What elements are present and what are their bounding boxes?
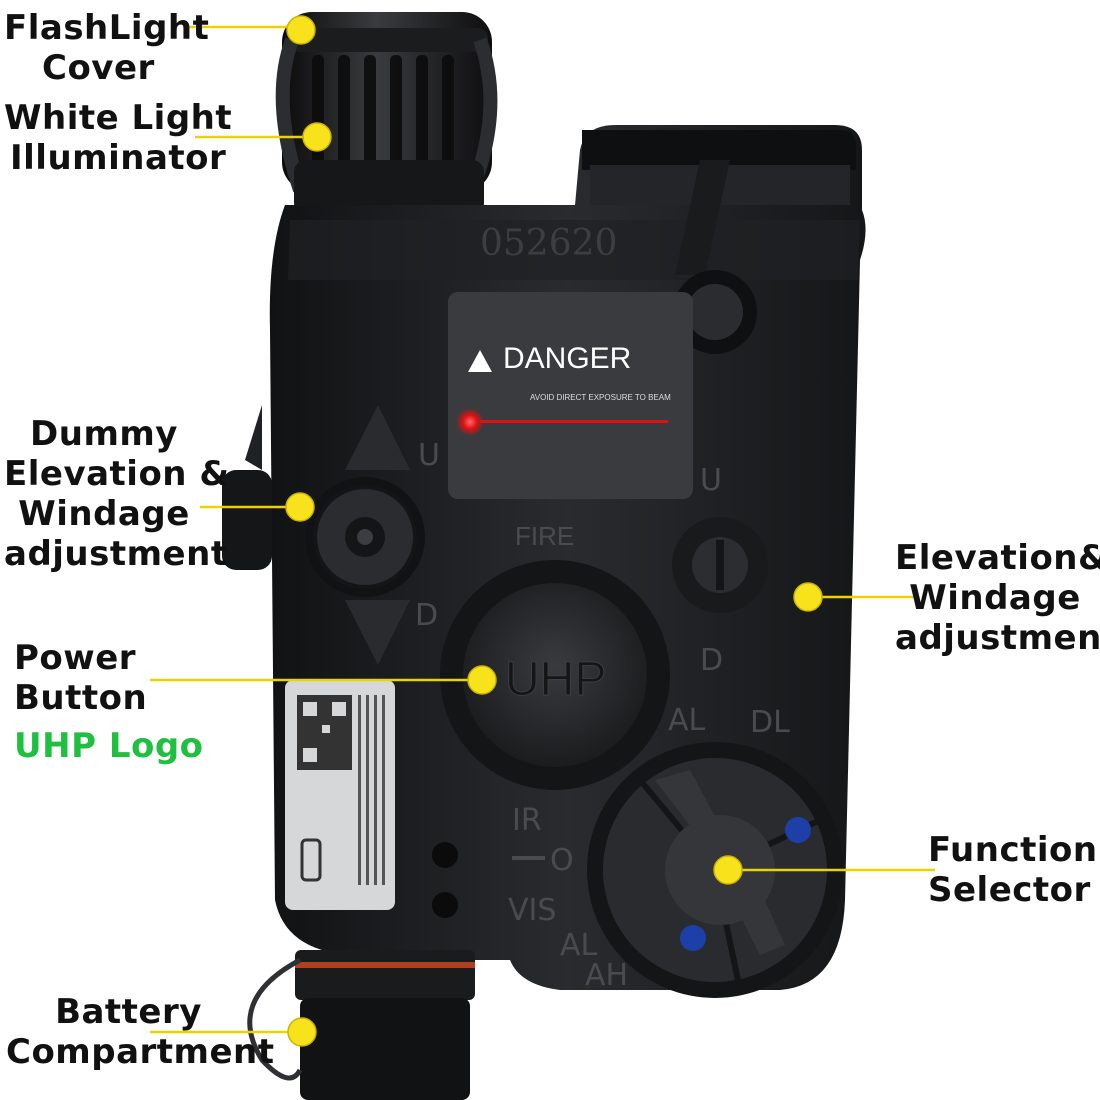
danger-text: DANGER — [503, 342, 631, 375]
selector-al-top-label: AL — [668, 703, 706, 738]
callout-power-button: Power Button UHP Logo — [14, 638, 204, 766]
fire-label: FIRE — [515, 521, 574, 551]
callout-elevation-adjustment: Elevation& Windage adjustment — [895, 538, 1100, 658]
selector-vis-label: VIS — [508, 893, 556, 928]
callout-dummy-adjustment: Dummy Elevation & Windage adjustment — [4, 414, 230, 574]
selector-ir-label: IR — [512, 803, 542, 838]
callout-dot-icon — [713, 855, 743, 885]
selector-al-bottom-label: AL — [560, 928, 598, 963]
uhp-logo-caption: UHP Logo — [14, 726, 204, 766]
callout-dot-icon — [793, 582, 823, 612]
serial-number-text: 052620 — [480, 223, 617, 264]
laser-dot-icon — [456, 408, 484, 436]
callout-dot-icon — [302, 122, 332, 152]
selector-ah-label: AH — [585, 958, 628, 993]
callout-dot-icon — [285, 492, 315, 522]
lens-strap — [675, 160, 730, 275]
right-d-label: D — [700, 643, 723, 678]
callout-dots — [285, 15, 823, 1047]
flashlight-cover — [275, 12, 498, 215]
selector-dl-label: DL — [750, 705, 790, 740]
blue-screw-icon — [680, 925, 706, 951]
uhp-logo-text: UHP — [505, 653, 606, 706]
dummy-d-label: D — [415, 598, 438, 633]
danger-label: DANGER AVOID DIRECT EXPOSURE TO BEAM — [448, 292, 693, 499]
callout-white-light: White Light Illuminator — [4, 98, 233, 178]
elevation-windage-adjuster: U D — [672, 463, 768, 678]
selector-o-label: O — [550, 843, 574, 878]
danger-subtext: AVOID DIRECT EXPOSURE TO BEAM — [530, 393, 671, 402]
callout-flashlight-cover: FlashLight Cover — [4, 8, 210, 88]
callout-dot-icon — [467, 665, 497, 695]
callout-dot-icon — [286, 15, 316, 45]
battery-compartment — [247, 950, 475, 1100]
right-u-label: U — [700, 463, 722, 498]
blue-screw-icon — [785, 817, 811, 843]
power-button: UHP — [440, 560, 670, 790]
dummy-adjuster: U D — [222, 405, 440, 665]
side-qr-label — [285, 680, 395, 910]
callout-dot-icon — [287, 1017, 317, 1047]
callout-lines — [150, 25, 935, 1034]
callout-function-selector: Function Selector — [928, 830, 1098, 910]
callout-battery-compartment: Battery Compartment — [6, 992, 275, 1072]
dummy-u-label: U — [418, 438, 440, 473]
